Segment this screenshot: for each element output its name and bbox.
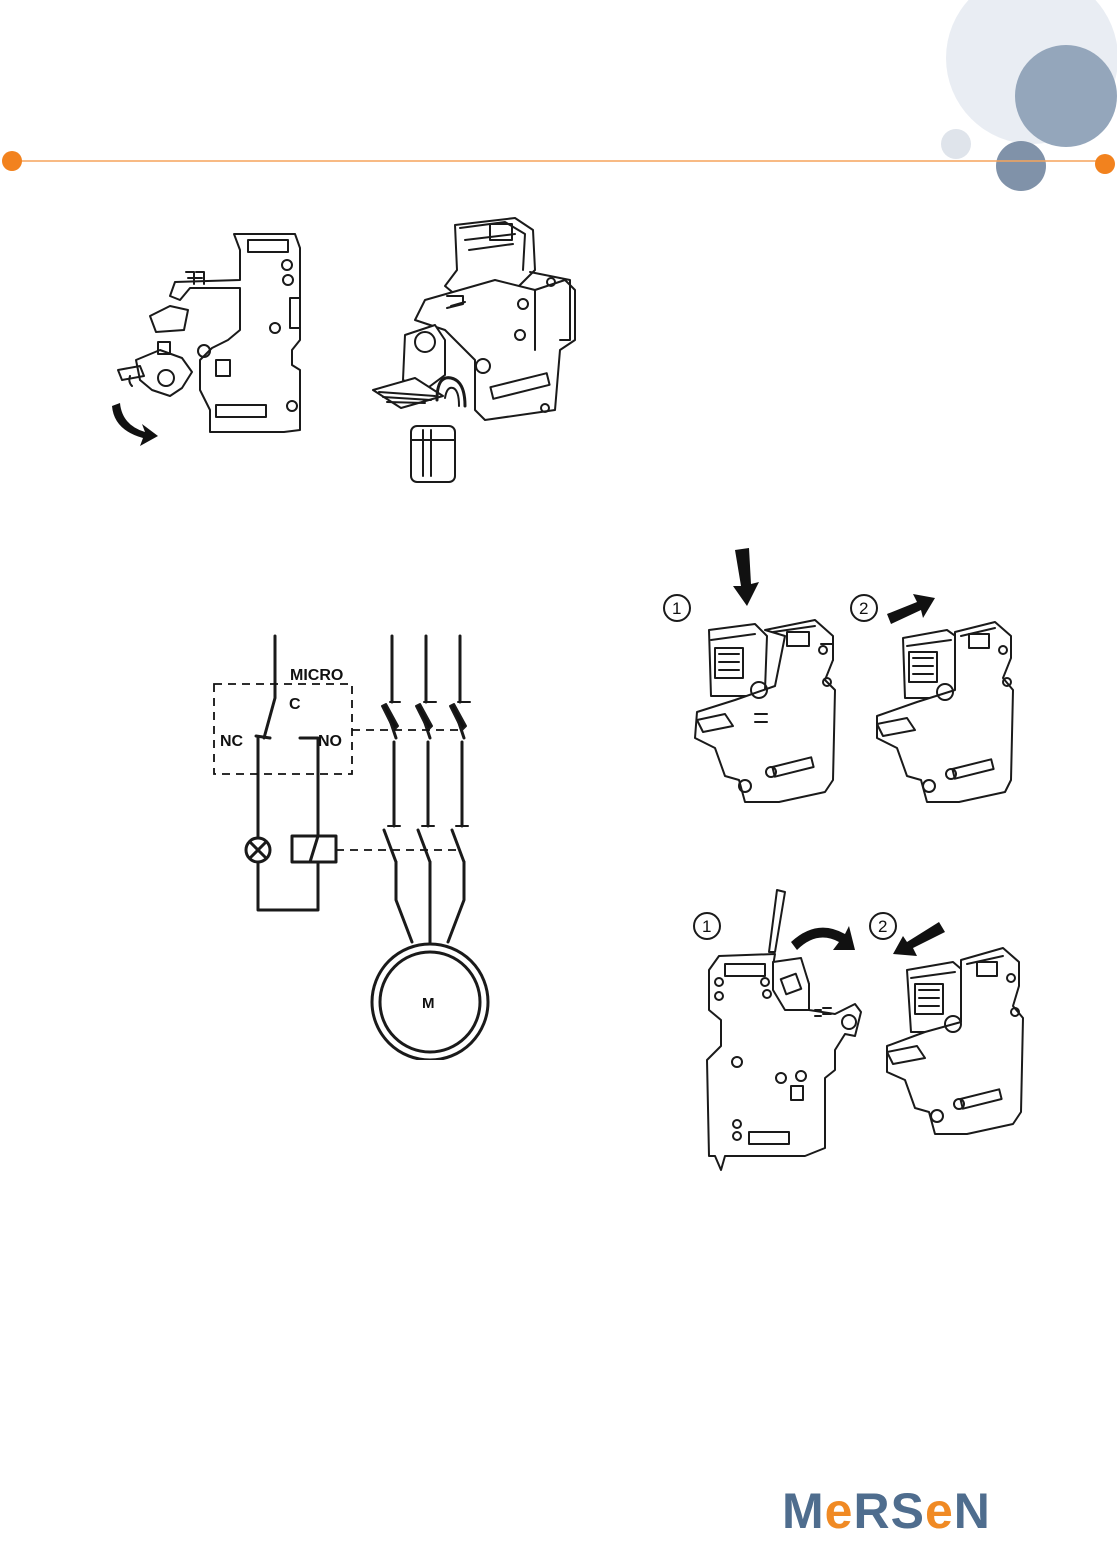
fuse-holder-padlock-illustration bbox=[365, 200, 580, 490]
nc-label: NC bbox=[220, 733, 244, 750]
micro-switch-insertion-steps: 1 2 bbox=[655, 540, 1035, 850]
logo-letter-e1: e bbox=[825, 1483, 854, 1539]
push-right-arrow-icon bbox=[887, 594, 935, 624]
mersen-logo: MeRSeN bbox=[782, 1470, 1082, 1542]
fuse-holder-side-illustration bbox=[100, 220, 320, 455]
bubble-medium-icon bbox=[1015, 45, 1117, 147]
removal-step-1-number: 1 bbox=[702, 917, 711, 936]
motor-label: M bbox=[422, 995, 435, 1012]
micro-switch-wiring-diagram: MICRO C NC NO M bbox=[200, 630, 500, 1060]
micro-label: MICRO bbox=[290, 667, 343, 684]
svg-text:MeRSeN: MeRSeN bbox=[782, 1483, 991, 1539]
push-down-arrow-icon bbox=[733, 548, 759, 606]
common-label: C bbox=[289, 696, 301, 713]
micro-switch-removal-steps: 1 2 bbox=[685, 880, 1045, 1180]
removal-step-2-number: 2 bbox=[878, 917, 887, 936]
rule-dot-left-icon bbox=[2, 151, 22, 171]
bubble-low-icon bbox=[996, 141, 1046, 191]
logo-letter-n: N bbox=[954, 1483, 991, 1539]
pry-right-arrow-icon bbox=[791, 926, 855, 950]
push-left-arrow-icon bbox=[893, 922, 945, 956]
logo-letter-m: M bbox=[782, 1483, 825, 1539]
no-label: NO bbox=[318, 733, 342, 750]
bubble-small-icon bbox=[941, 129, 971, 159]
logo-letter-r: R bbox=[853, 1483, 890, 1539]
header-decoration bbox=[0, 0, 1117, 200]
rotate-down-arrow-icon bbox=[112, 403, 158, 446]
step-2-number: 2 bbox=[859, 599, 868, 618]
logo-letter-e2: e bbox=[925, 1483, 954, 1539]
logo-letter-s: S bbox=[891, 1483, 925, 1539]
rule-dot-right-icon bbox=[1095, 154, 1115, 174]
step-1-number: 1 bbox=[672, 599, 681, 618]
